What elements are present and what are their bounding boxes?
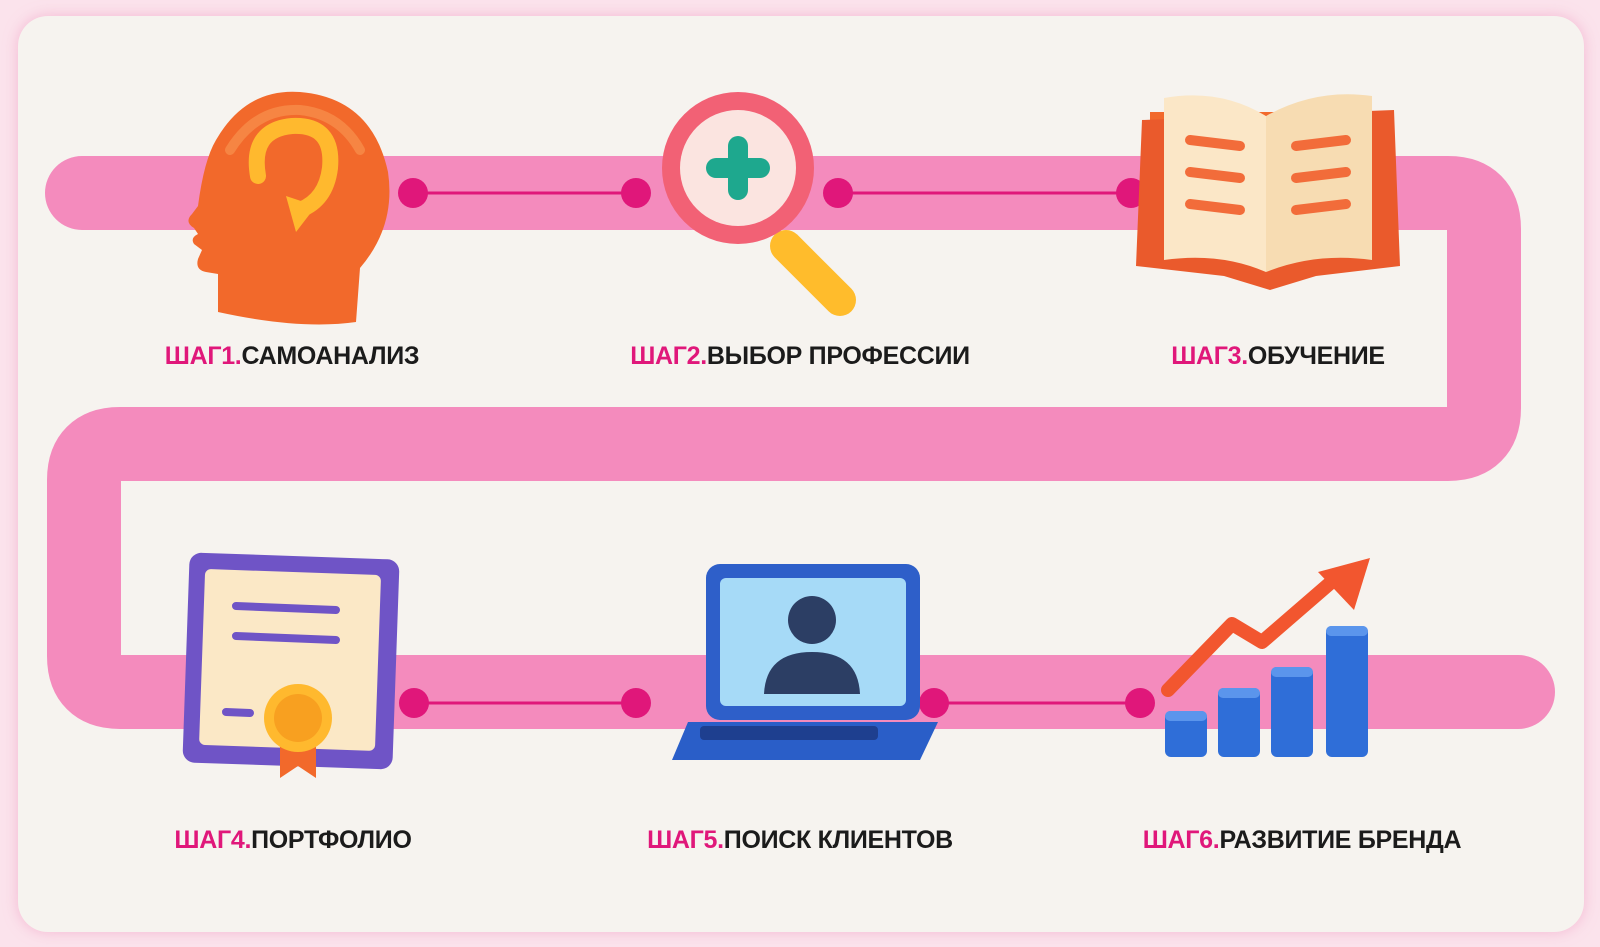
laptop-user-icon [672, 564, 938, 760]
step-5-title: ПОИСК КЛИЕНТОВ [723, 826, 953, 854]
connector-5-6 [919, 688, 1155, 718]
step-6-label: ШАГ6.РАЗВИТИЕ БРЕНДА [1143, 826, 1462, 855]
step-2-number: ШАГ2. [630, 342, 707, 370]
step-6-number: ШАГ6. [1142, 826, 1220, 854]
step-1-number: ШАГ1. [164, 342, 242, 370]
step-5-label: ШАГ5.ПОИСК КЛИЕНТОВ [647, 826, 953, 855]
growth-chart-icon [1161, 558, 1370, 757]
connector-1-2 [398, 178, 651, 208]
open-book-icon [1136, 94, 1400, 290]
magnifier-plus-icon [662, 92, 856, 316]
step-3-number: ШАГ3. [1171, 342, 1248, 370]
step-6-title: РАЗВИТИЕ БРЕНДА [1219, 826, 1462, 854]
step-1-title: САМОАНАЛИЗ [241, 342, 420, 370]
step-2-label: ШАГ2.ВЫБОР ПРОФЕССИИ [630, 342, 970, 371]
step-1-label: ШАГ1.САМОАНАЛИЗ [164, 342, 420, 371]
step-4-number: ШАГ4. [174, 826, 252, 854]
connector-2-3 [823, 178, 1146, 208]
step-3-title: ОБУЧЕНИЕ [1247, 342, 1385, 370]
step-3-label: ШАГ3.ОБУЧЕНИЕ [1171, 342, 1385, 371]
step-5-number: ШАГ5. [647, 826, 724, 854]
step-2-title: ВЫБОР ПРОФЕССИИ [706, 342, 970, 370]
connector-4-5 [399, 688, 651, 718]
head-refresh-icon [188, 91, 390, 325]
step-4-label: ШАГ4.ПОРТФОЛИО [174, 826, 412, 855]
step-4-title: ПОРТФОЛИО [251, 826, 412, 854]
certificate-icon [182, 552, 400, 778]
roadmap-road [45, 156, 1555, 729]
